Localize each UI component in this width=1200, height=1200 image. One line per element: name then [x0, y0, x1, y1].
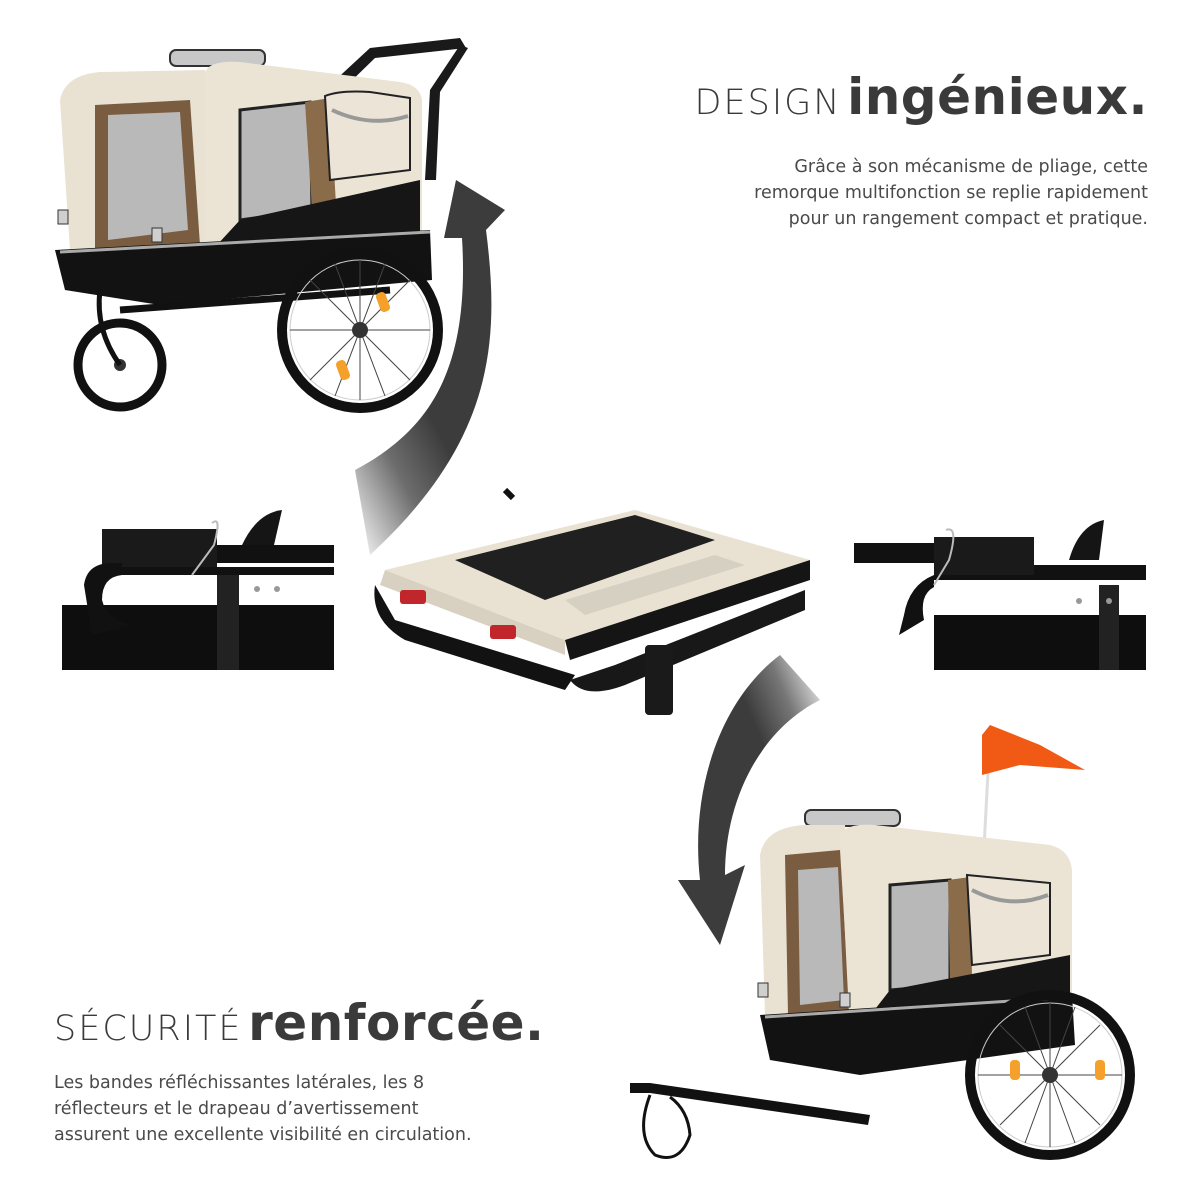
design-description: Grâce à son mécanisme de pliage, cette r…	[754, 154, 1148, 232]
folding-detail-left-image	[62, 510, 334, 670]
design-description-line: Grâce à son mécanisme de pliage, cette	[794, 157, 1148, 177]
design-description-line: remorque multifonction se replie rapidem…	[754, 183, 1148, 203]
safety-description: Les bandes réfléchissantes latérales, le…	[54, 1070, 472, 1148]
design-description-line: pour un rangement compact et pratique.	[788, 209, 1148, 229]
safety-title-bold: renforcée.	[248, 994, 545, 1052]
design-title: DESIGN ingénieux.	[695, 72, 1148, 122]
safety-title-light: SÉCURITÉ	[54, 1009, 243, 1049]
trailer-folded-image	[374, 487, 810, 715]
trailer-bike-mode-image	[630, 725, 1135, 1160]
design-title-bold: ingénieux.	[847, 68, 1148, 126]
safety-description-line: réflecteurs et le drapeau d’avertissemen…	[54, 1099, 419, 1119]
safety-description-line: Les bandes réfléchissantes latérales, le…	[54, 1073, 425, 1093]
folding-detail-right-image	[854, 520, 1146, 670]
design-title-light: DESIGN	[694, 83, 842, 123]
safety-flag-icon	[982, 725, 1085, 775]
safety-title: SÉCURITÉ renforcée.	[54, 998, 545, 1048]
trailer-stroller-mode-image	[55, 38, 468, 413]
safety-description-line: assurent une excellente visibilité en ci…	[54, 1125, 472, 1145]
